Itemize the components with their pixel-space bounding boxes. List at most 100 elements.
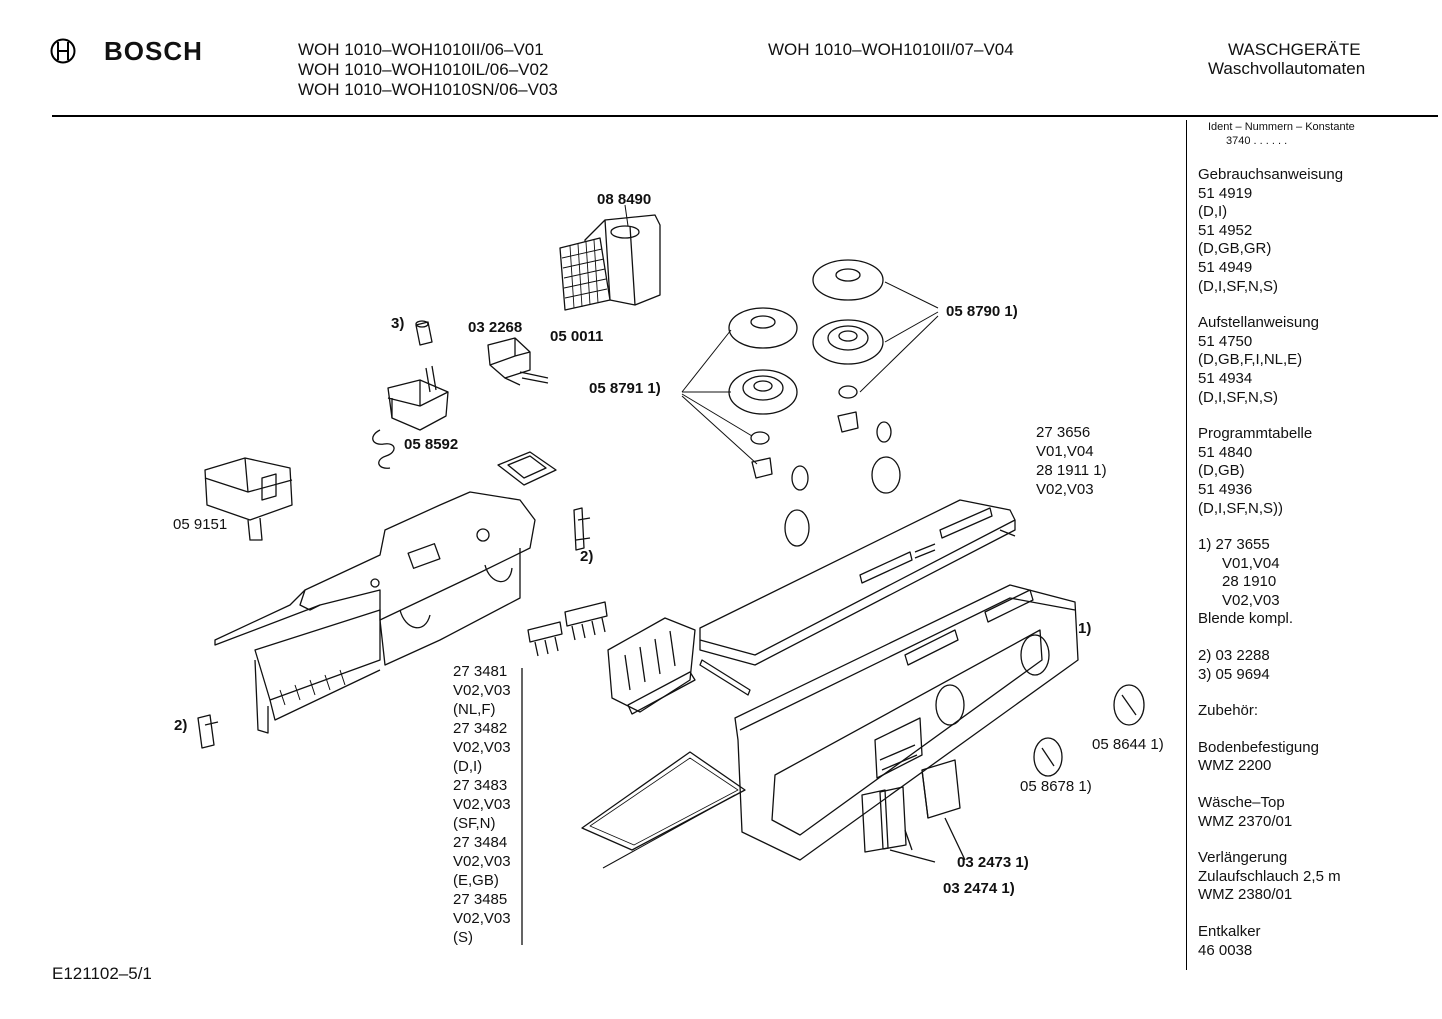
push-buttons-part [861, 759, 966, 863]
gebrauch-line: (D,I,SF,N,S) [1198, 277, 1279, 295]
cover-sheet-part [581, 751, 746, 851]
footer-code: E121102–5/1 [52, 964, 152, 983]
list-line: 27 3482 [453, 720, 508, 737]
verl-value: WMZ 2380/01 [1198, 886, 1293, 904]
list-line: (NL,F) [453, 701, 496, 718]
note1-line: V02,V03 [1222, 591, 1280, 609]
aufstell-block: Aufstellanweisung 51 4750 (D,GB,F,I,NL,E… [1198, 314, 1438, 407]
entk-title: Entkalker [1198, 923, 1261, 940]
main-bracket-part [214, 491, 536, 734]
part-label-088490: 08 8490 [597, 191, 652, 208]
model-line: WOH 1010–WOH1010IL/06–V02 [298, 60, 549, 79]
bosch-logo-icon [50, 38, 76, 64]
selector-switch-part [372, 365, 449, 469]
part-label-032268: 03 2268 [468, 319, 523, 336]
note1-line: V01,V04 [1222, 554, 1280, 572]
programm-line: 51 4936 [1198, 480, 1253, 498]
list-line: 27 3485 [453, 891, 508, 908]
gebrauch-line: 51 4952 [1198, 221, 1253, 239]
part-label-059151: 05 9151 [173, 516, 228, 533]
list-line: V02,V03 [453, 682, 511, 699]
entk-value: 46 0038 [1198, 941, 1253, 959]
boden-title: Bodenbefestigung [1198, 738, 1319, 756]
waesche-block: Wäsche–Top WMZ 2370/01 [1198, 794, 1438, 831]
notes23-block: 2) 03 2288 3) 05 9694 [1198, 647, 1438, 684]
switch-part [487, 337, 549, 386]
gebrauch-line: (D,GB,GR) [1198, 240, 1272, 258]
waesche-title: Wäsche–Top [1198, 794, 1285, 812]
note1-first: 1) 27 3655 [1198, 536, 1270, 554]
terminal-clips-part [527, 601, 608, 657]
model-center: WOH 1010–WOH1010II/07–V04 [768, 40, 1014, 59]
entk-block: Entkalker 46 0038 [1198, 923, 1438, 960]
part-label-058791: 05 8791 1) [589, 380, 661, 397]
model-line: WOH 1010–WOH1010SN/06–V03 [298, 80, 558, 99]
gebrauch-line: 51 4919 [1198, 184, 1253, 202]
part-label-058790: 05 8790 1) [946, 303, 1018, 320]
knob-parts [1033, 684, 1145, 777]
cover-variants-list: 27 3481 V02,V03 (NL,F) 27 3482 V02,V03 (… [453, 662, 511, 947]
note2-marker: 2) [580, 548, 594, 565]
sidebar-divider [1186, 120, 1187, 970]
label-line: 27 3656 [1036, 424, 1091, 441]
ident-title: Ident – Nummern – Konstante [1208, 121, 1355, 133]
fascia-panel-part [734, 584, 1079, 861]
header-rule [52, 115, 1438, 117]
part-label-058592: 05 8592 [404, 436, 459, 453]
brand-name: BOSCH [104, 36, 203, 66]
part-label-032473: 03 2473 1) [957, 854, 1029, 871]
aufstell-line: 51 4750 [1198, 332, 1253, 350]
label-line: V01,V04 [1036, 443, 1094, 460]
small-cap-part [415, 320, 433, 346]
list-line: 27 3483 [453, 777, 508, 794]
programm-block: Programmtabelle 51 4840 (D,GB) 51 4936 (… [1198, 425, 1438, 518]
list-line: (S) [453, 929, 473, 946]
list-line: V02,V03 [453, 739, 511, 756]
part-label-058678: 05 8678 1) [1020, 778, 1092, 795]
part-label-273656: 27 3656 V01,V04 28 1911 1) V02,V03 [1036, 423, 1107, 499]
waesche-value: WMZ 2370/01 [1198, 812, 1293, 830]
programm-line: (D,GB) [1198, 462, 1245, 480]
control-panel-board-part [699, 499, 1016, 666]
note1-block: 1) 27 3655 V01,V04 28 1910 V02,V03 Blend… [1198, 536, 1438, 629]
gebrauch-title: Gebrauchsanweisung [1198, 166, 1344, 183]
boden-block: Bodenbefestigung WMZ 2200 [1198, 739, 1438, 776]
note1-last: Blende kompl. [1198, 610, 1294, 628]
boden-value: WMZ 2200 [1198, 757, 1272, 775]
aufstell-line: (D,I,SF,N,S) [1198, 388, 1279, 406]
list-line: V02,V03 [453, 796, 511, 813]
verl-title: Verlängerung [1198, 849, 1288, 867]
list-line: V02,V03 [453, 853, 511, 870]
list-line: 27 3481 [453, 663, 508, 680]
list-line: 27 3484 [453, 834, 508, 851]
exploded-parts-diagram [197, 204, 1145, 945]
gebrauch-line: 51 4949 [1198, 258, 1253, 276]
note2-marker: 2) [174, 717, 188, 734]
aufstell-line: (D,GB,F,I,NL,E) [1198, 351, 1303, 369]
part-label-050011: 05 0011 [550, 328, 604, 345]
verl-block: Verlängerung Zulaufschlauch 2,5 m WMZ 23… [1198, 849, 1438, 905]
programm-line: (D,I,SF,N,S)) [1198, 499, 1283, 517]
note3-marker: 3) [391, 315, 405, 332]
label-line: V02,V03 [1036, 481, 1094, 498]
note1-marker: 1) [1078, 620, 1092, 637]
seals-part [728, 259, 884, 415]
note3: 3) 05 9694 [1198, 665, 1270, 683]
note1-line: 28 1910 [1222, 573, 1277, 591]
part-label-058644: 05 8644 1) [1092, 736, 1164, 753]
category-subtitle: Waschvollautomaten [1208, 59, 1366, 78]
list-line: (E,GB) [453, 872, 499, 889]
note2: 2) 03 2288 [1198, 647, 1270, 665]
relay-block-part [204, 457, 293, 541]
aufstell-line: 51 4934 [1198, 369, 1253, 387]
model-list-left: WOH 1010–WOH1010II/06–V01 WOH 1010–WOH10… [298, 40, 558, 100]
ident-value: 3740 . . . . . . [1226, 135, 1288, 147]
programm-title: Programmtabelle [1198, 425, 1313, 443]
list-line: (SF,N) [453, 815, 496, 832]
label-line: 28 1911 1) [1036, 462, 1107, 479]
strip-part [699, 659, 751, 696]
model-line: WOH 1010–WOH1010II/06–V01 [298, 40, 544, 59]
gebrauch-block: Gebrauchsanweisung 51 4919 (D,I) 51 4952… [1198, 166, 1438, 296]
list-line: V02,V03 [453, 910, 511, 927]
programm-line: 51 4840 [1198, 443, 1253, 461]
